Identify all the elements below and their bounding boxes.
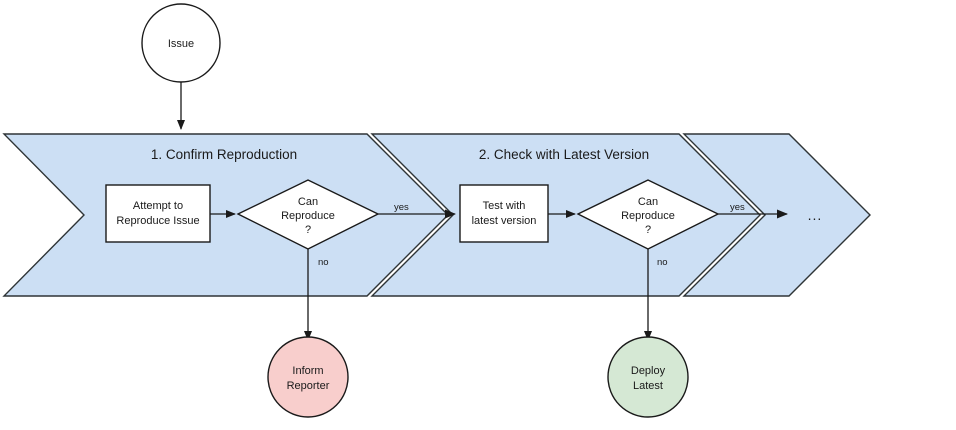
node-can-reproduce-2-line3: ? <box>645 224 651 236</box>
end-node-inform-reporter-line2: Reporter <box>287 380 330 392</box>
node-test-latest[interactable]: Test with latest version <box>459 184 549 243</box>
start-node-label: Issue <box>168 38 194 50</box>
edge-label-yes-1: yes <box>394 202 409 213</box>
node-test-latest-box <box>459 184 549 243</box>
end-node-deploy-latest[interactable]: Deploy Latest <box>607 336 689 418</box>
end-node-deploy-latest-line2: Latest <box>633 380 663 392</box>
phase-2-title: 2. Check with Latest Version <box>479 147 649 162</box>
edge-label-no-2: no <box>657 257 668 268</box>
node-attempt-reproduce-box <box>105 184 211 243</box>
start-node-issue[interactable]: Issue <box>141 3 221 83</box>
node-attempt-reproduce[interactable]: Attempt to Reproduce Issue <box>105 184 211 243</box>
end-node-deploy-latest-line1: Deploy <box>631 365 666 377</box>
node-attempt-reproduce-line1: Attempt to <box>133 200 183 212</box>
end-node-inform-reporter-circle <box>267 336 349 418</box>
continuation-ellipsis: ... <box>808 207 823 223</box>
node-attempt-reproduce-line2: Reproduce Issue <box>116 215 199 227</box>
edge-label-no-1: no <box>318 257 329 268</box>
node-test-latest-line2: latest version <box>472 215 537 227</box>
node-can-reproduce-1-line2: Reproduce <box>281 210 335 222</box>
node-can-reproduce-2-line1: Can <box>638 196 658 208</box>
node-can-reproduce-2-line2: Reproduce <box>621 210 675 222</box>
node-can-reproduce-1-line1: Can <box>298 196 318 208</box>
edge-label-yes-2: yes <box>730 202 745 213</box>
end-node-inform-reporter-line1: Inform <box>292 365 323 377</box>
node-can-reproduce-1-line3: ? <box>305 224 311 236</box>
node-test-latest-line1: Test with <box>483 200 526 212</box>
phase-1-title: 1. Confirm Reproduction <box>151 147 297 162</box>
end-node-deploy-latest-circle <box>607 336 689 418</box>
end-node-inform-reporter[interactable]: Inform Reporter <box>267 336 349 418</box>
